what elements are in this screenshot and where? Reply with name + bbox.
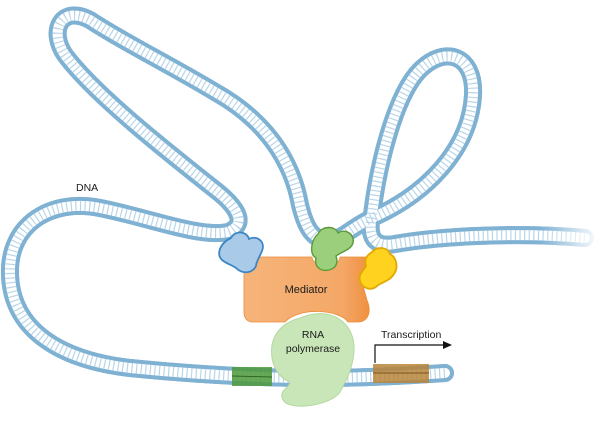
promoter-site: [373, 364, 429, 383]
rna-polymerase: RNA polymerase: [271, 313, 355, 407]
enhancer-site: [231, 367, 273, 386]
arrow-right-icon: [374, 341, 452, 363]
yellow-activator: [358, 247, 398, 290]
rna-polymerase-label-line2: polymerase: [286, 343, 340, 355]
green-activator: [311, 226, 354, 272]
dna-inner: [4, 10, 590, 384]
dna-label: DNA: [76, 182, 98, 194]
blue-activator: [218, 231, 264, 274]
dna-fade: [540, 220, 600, 260]
mediator-label: Mediator: [285, 284, 328, 296]
transcription-label: Transcription: [381, 329, 441, 341]
rna-polymerase-label-line1: RNA: [302, 329, 324, 341]
dna-strand: [10, 15, 600, 378]
mediator-complex: Mediator: [243, 256, 375, 323]
